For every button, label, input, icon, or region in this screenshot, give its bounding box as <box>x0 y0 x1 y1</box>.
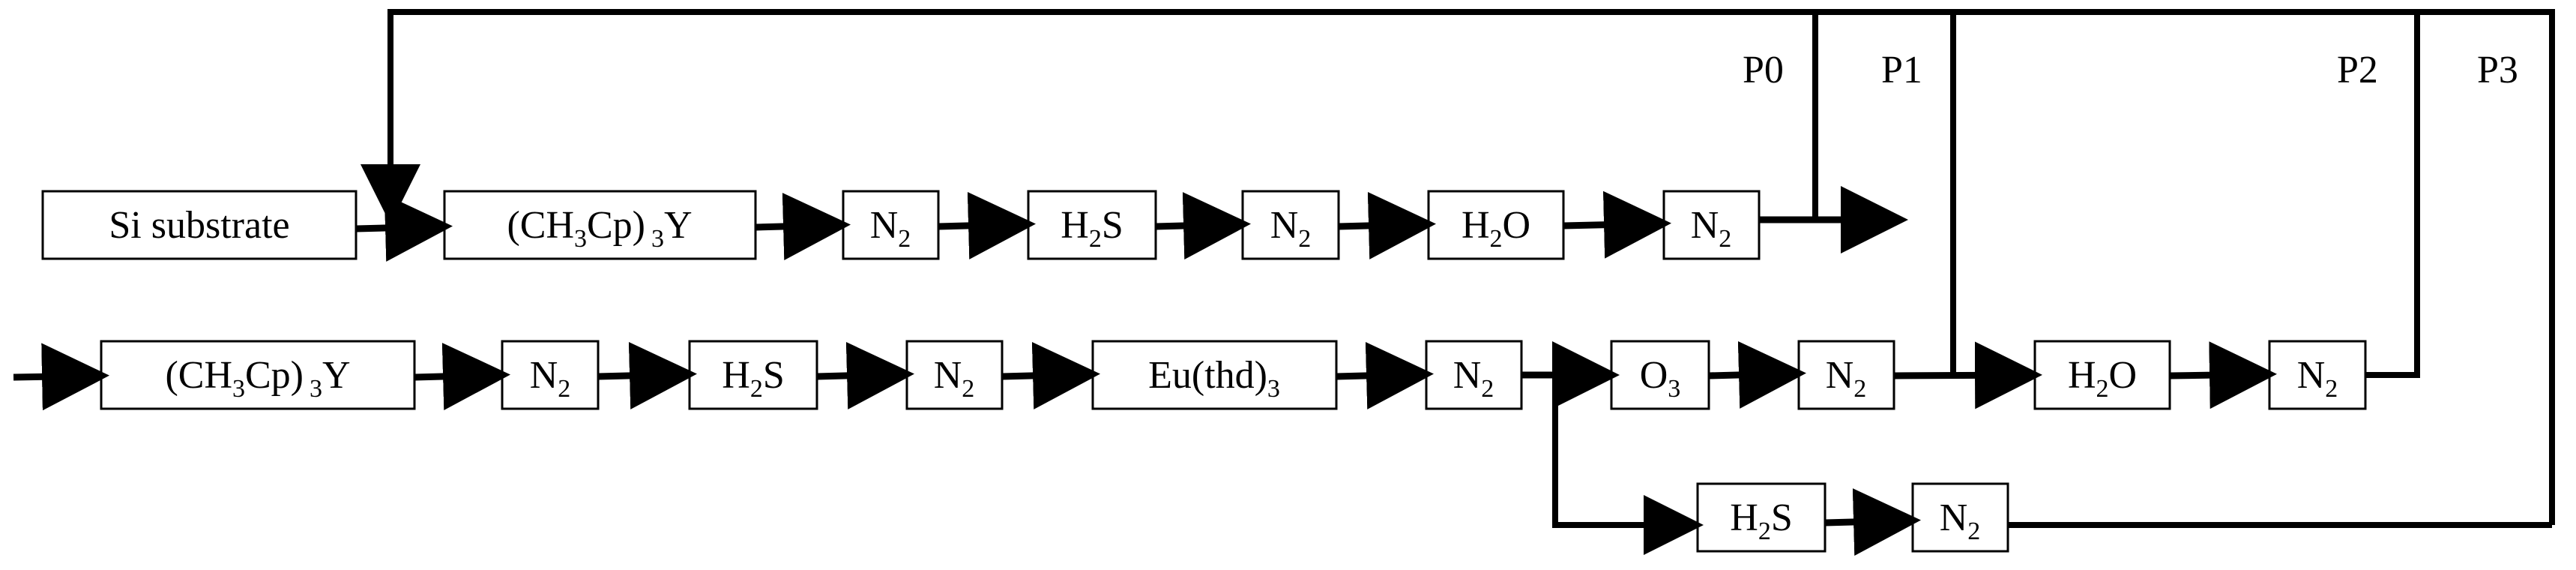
row2-step-europium-precursor: Eu(thd)3 <box>1091 340 1338 410</box>
svg-text:N2: N2 <box>1453 354 1494 403</box>
row2-step-h2o: H2O <box>2033 340 2171 410</box>
svg-text:Si substrate: Si substrate <box>109 204 289 247</box>
branch-to-row3 <box>1552 375 1921 556</box>
svg-text:N2: N2 <box>1826 354 1867 403</box>
svg-text:H2O: H2O <box>1462 204 1530 253</box>
svg-text:N2: N2 <box>934 354 975 403</box>
svg-text:N2: N2 <box>530 354 571 403</box>
row1-step-n2-purge-3: N2 <box>1662 190 1761 260</box>
row2-step-n2-purge-2: N2 <box>905 340 1004 410</box>
row2-step-o3: O3 <box>1610 340 1710 410</box>
svg-text:Eu(thd)3: Eu(thd)3 <box>1148 354 1280 403</box>
svg-text:(CH3Cp)3Y: (CH3Cp)3Y <box>165 354 350 403</box>
row2-step-n2-purge-3: N2 <box>1425 340 1523 410</box>
svg-text:H2S: H2S <box>1730 496 1792 545</box>
path-label-p3: P3 <box>2477 49 2518 92</box>
row3-step-n2-purge: N2 <box>1911 482 2009 553</box>
path-label-p0: P0 <box>1743 49 1784 92</box>
row1-step-n2-purge-1: N2 <box>842 190 940 260</box>
row1-step-h2s: H2S <box>1027 190 1157 260</box>
feedback-loops <box>361 9 2555 528</box>
svg-text:N2: N2 <box>1691 204 1732 253</box>
svg-text:N2: N2 <box>1940 496 1981 545</box>
row1-arrows <box>355 186 1908 262</box>
path-label-p1: P1 <box>1881 49 1922 92</box>
row2-step-n2-purge-4: N2 <box>1797 340 1895 410</box>
svg-text:H2S: H2S <box>722 354 784 403</box>
row1-step-n2-purge-2: N2 <box>1241 190 1340 260</box>
svg-text:N2: N2 <box>2297 354 2338 403</box>
row1-step-si-substrate: Si substrate <box>41 190 358 260</box>
svg-text:H2S: H2S <box>1061 204 1123 253</box>
row2-step-yttrium-precursor: (CH3Cp)3Y <box>100 340 416 410</box>
svg-text:H2O: H2O <box>2068 354 2137 403</box>
row1-step-h2o: H2O <box>1427 190 1565 260</box>
svg-text:N2: N2 <box>1270 204 1312 253</box>
path-label-p2: P2 <box>2337 49 2378 92</box>
row3-step-h2s: H2S <box>1696 482 1827 553</box>
row2-step-h2s: H2S <box>688 340 818 410</box>
svg-text:N2: N2 <box>870 204 911 253</box>
row1-step-yttrium-precursor: (CH3Cp)3Y <box>443 190 757 260</box>
svg-text:O3: O3 <box>1640 354 1681 403</box>
svg-text:(CH3Cp)3Y: (CH3Cp)3Y <box>507 204 692 253</box>
row2-step-n2-purge-5: N2 <box>2268 340 2367 410</box>
row2-arrows <box>13 340 2277 411</box>
row2-step-n2-purge-1: N2 <box>501 340 600 410</box>
